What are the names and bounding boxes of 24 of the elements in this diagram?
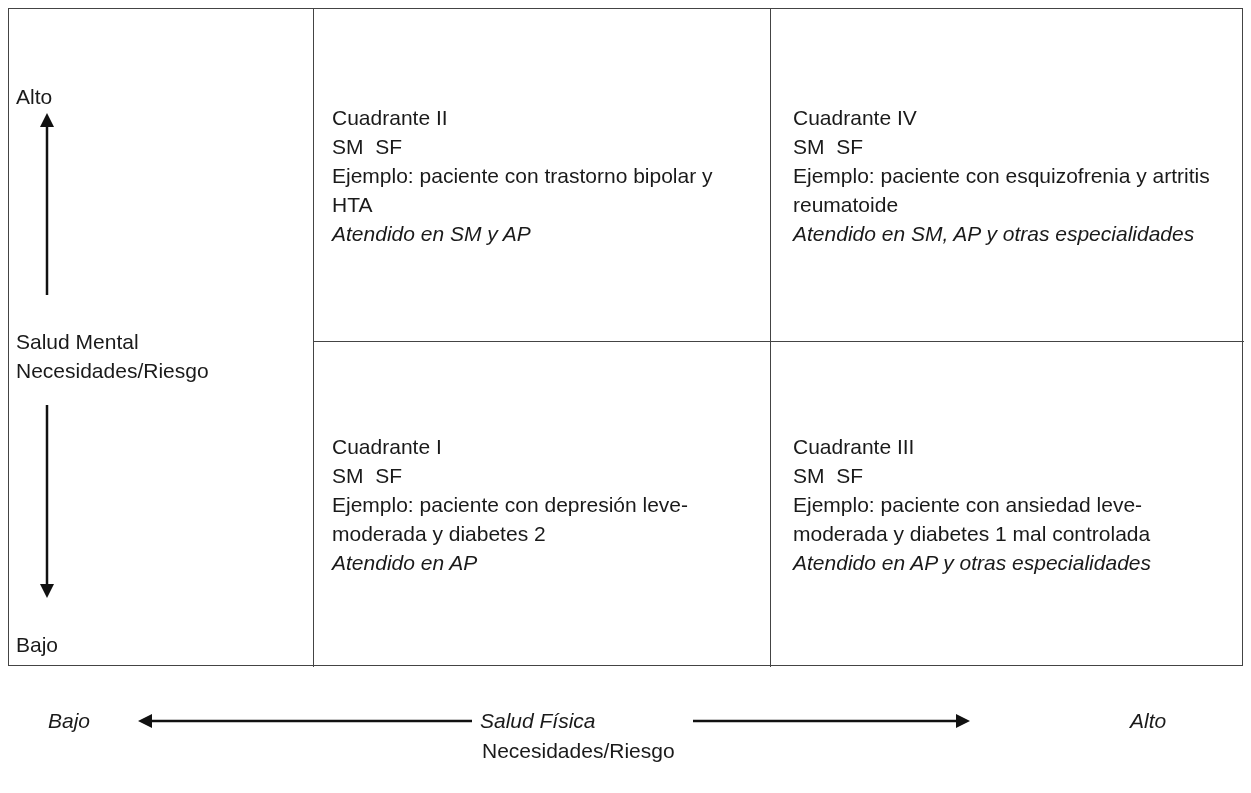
axis-codes: SM SF bbox=[793, 463, 863, 489]
axis-level-label: Bajo bbox=[16, 632, 59, 658]
care-setting-text: Atendido en SM, AP y otras especialidades bbox=[793, 220, 1195, 247]
axis-codes: SM SF bbox=[332, 133, 402, 160]
axis-title: Necesidades/Riesgo bbox=[482, 738, 675, 764]
example-text: Ejemplo: paciente con depresión leve-moderada y diabetes 2 bbox=[332, 492, 690, 547]
axis-codes: SM SF bbox=[793, 133, 863, 160]
care-setting-text: Atendido en AP y otras especialidades bbox=[793, 550, 1151, 576]
care-setting-text: Atendido en AP bbox=[332, 550, 478, 576]
example-text: Ejemplo: paciente con trastorno bipolar y HTA bbox=[332, 162, 714, 218]
quadrant-title: Cuadrante I bbox=[332, 434, 442, 460]
quadrant-title: Cuadrante II bbox=[332, 104, 448, 131]
axis-level-label: Bajo bbox=[48, 708, 91, 734]
axis-level-label: Alto bbox=[1130, 708, 1167, 734]
example-text: Ejemplo: paciente con esquizofrenia y artritis reumatoide bbox=[793, 162, 1211, 218]
quadrant-title: Cuadrante IV bbox=[793, 104, 917, 131]
axis-title: Salud Mental Necesidades/Riesgo bbox=[16, 329, 210, 384]
quadrant-title: Cuadrante III bbox=[793, 434, 915, 460]
care-setting-text: Atendido en SM y AP bbox=[332, 220, 531, 247]
axis-title: Salud Física bbox=[480, 708, 596, 734]
axis-codes: SM SF bbox=[332, 463, 402, 489]
quadrant-cell bbox=[770, 341, 1244, 667]
axis-level-label: Alto bbox=[16, 84, 53, 110]
example-text: Ejemplo: paciente con ansiedad leve-moderada y diabetes 1 mal controlada bbox=[793, 492, 1152, 547]
